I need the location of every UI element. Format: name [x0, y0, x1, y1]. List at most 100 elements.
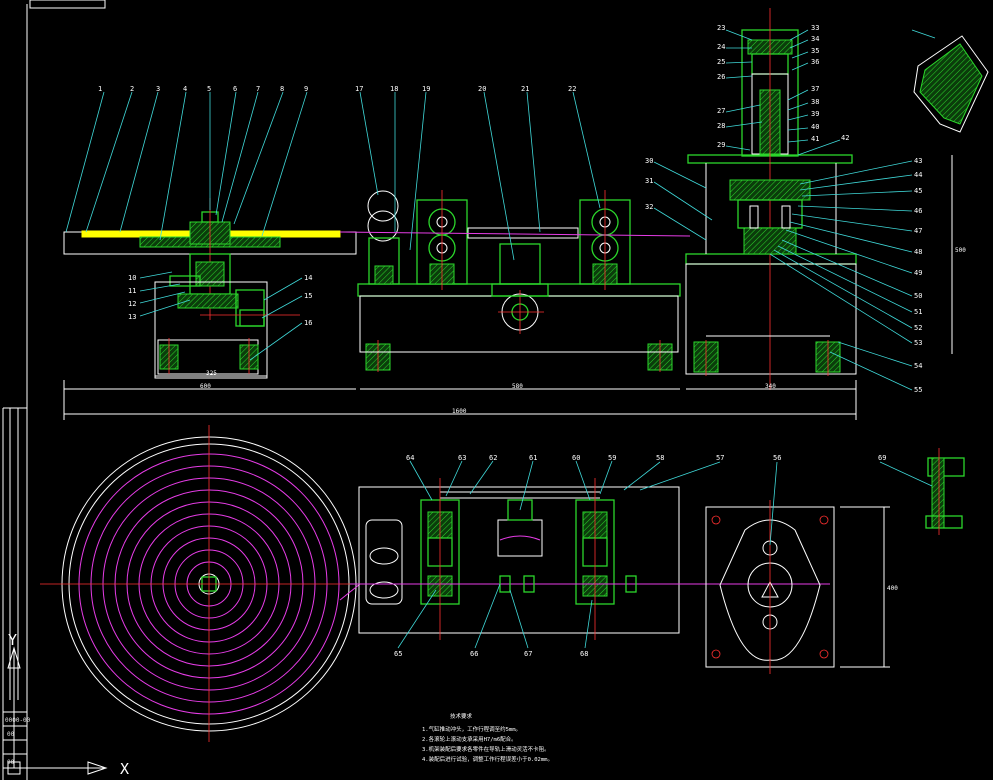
dim-left-unit: 600 — [200, 383, 211, 390]
callout-41: 41 — [811, 135, 819, 143]
callout-44: 44 — [914, 171, 922, 179]
callout-18: 18 — [390, 85, 398, 93]
callout-16: 16 — [304, 319, 312, 327]
title-block-cell-2: 00 — [7, 731, 15, 738]
callout-9: 9 — [304, 85, 308, 93]
coil-plate-top-view[interactable] — [40, 425, 370, 742]
ucs-icon: X Y — [7, 631, 129, 778]
callout-8: 8 — [280, 85, 284, 93]
callout-23: 23 — [717, 24, 725, 32]
callout-14: 14 — [304, 274, 312, 282]
callout-37: 37 — [811, 85, 819, 93]
dim-press-height: 500 — [955, 247, 966, 254]
technical-requirements: 技术要求 1.气缸推动冲头，工作行程调至约5mm。 2.各滚轮上滚动支承采用H7… — [422, 712, 553, 763]
uncoiler-front-view[interactable] — [63, 198, 357, 379]
callout-21: 21 — [521, 85, 529, 93]
callout-58: 58 — [656, 454, 664, 462]
dim-overall: 1600 — [452, 408, 467, 415]
callout-29: 29 — [717, 141, 725, 149]
callout-49: 49 — [914, 269, 922, 277]
callout-42: 42 — [841, 134, 849, 142]
callout-15: 15 — [304, 292, 312, 300]
tech-notes-title: 技术要求 — [450, 712, 473, 720]
callout-66: 66 — [470, 650, 478, 658]
callout-64: 64 — [406, 454, 414, 462]
callout-61: 61 — [529, 454, 537, 462]
callout-33: 33 — [811, 24, 819, 32]
callout-36: 36 — [811, 58, 819, 66]
callout-48: 48 — [914, 248, 922, 256]
dim-die-height: 400 — [887, 585, 898, 592]
isometric-detail — [911, 29, 989, 133]
callout-19: 19 — [422, 85, 430, 93]
callout-3: 3 — [156, 85, 160, 93]
callout-27: 27 — [717, 107, 725, 115]
tech-note-1: 1.气缸推动冲头，工作行程调至约5mm。 — [422, 725, 521, 733]
callouts-top: 56 57 58 59 60 61 62 63 64 65 66 67 68 6… — [394, 454, 886, 658]
callout-53: 53 — [914, 339, 922, 347]
callout-6: 6 — [233, 85, 237, 93]
callout-68: 68 — [580, 650, 588, 658]
callout-57: 57 — [716, 454, 724, 462]
ucs-x-label: X — [120, 760, 129, 778]
callout-43: 43 — [914, 157, 922, 165]
callout-55: 55 — [914, 386, 922, 394]
press-front-view[interactable] — [685, 8, 857, 390]
dim-left-base: 325 — [206, 370, 217, 377]
callout-25: 25 — [717, 58, 725, 66]
callout-13: 13 — [128, 313, 136, 321]
callout-39: 39 — [811, 110, 819, 118]
callout-62: 62 — [489, 454, 497, 462]
die-top-view[interactable]: 400 — [705, 500, 898, 674]
callout-22: 22 — [568, 85, 576, 93]
callout-51: 51 — [914, 308, 922, 316]
callout-59: 59 — [608, 454, 616, 462]
part-69-detail — [925, 448, 965, 535]
callout-12: 12 — [128, 300, 136, 308]
feeder-top-view[interactable] — [350, 478, 830, 640]
callout-40: 40 — [811, 123, 819, 131]
callout-50: 50 — [914, 292, 922, 300]
ucs-y-label: Y — [8, 631, 17, 649]
drawing-frame — [2, 0, 106, 780]
tech-note-2: 2.各滚轮上滚动支承采用H7/m6配合。 — [422, 735, 517, 743]
callouts-press: 23 24 25 26 27 28 29 30 31 32 33 34 35 3… — [645, 24, 922, 394]
callout-26: 26 — [717, 73, 725, 81]
callout-34: 34 — [811, 35, 819, 43]
callout-31: 31 — [645, 177, 653, 185]
callout-7: 7 — [256, 85, 260, 93]
tech-note-3: 3.机架装配后要求各零件在导轨上滑动灵活不卡阻。 — [422, 745, 550, 753]
callout-46: 46 — [914, 207, 922, 215]
leader-lines — [65, 29, 933, 649]
callout-65: 65 — [394, 650, 402, 658]
callout-10: 10 — [128, 274, 136, 282]
callout-28: 28 — [717, 122, 725, 130]
callouts-front: 1 2 3 4 5 6 7 8 9 10 11 12 13 14 15 16 1… — [98, 85, 576, 327]
callout-2: 2 — [130, 85, 134, 93]
callout-38: 38 — [811, 98, 819, 106]
callout-5: 5 — [207, 85, 211, 93]
callout-17: 17 — [355, 85, 363, 93]
callout-63: 63 — [458, 454, 466, 462]
dim-right-unit: 340 — [765, 383, 776, 390]
callout-32: 32 — [645, 203, 653, 211]
callout-30: 30 — [645, 157, 653, 165]
callout-54: 54 — [914, 362, 922, 370]
callout-67: 67 — [524, 650, 532, 658]
title-block-cell-1: 0000-00 — [5, 717, 31, 724]
callout-56: 56 — [773, 454, 781, 462]
callout-69: 69 — [878, 454, 886, 462]
callout-35: 35 — [811, 47, 819, 55]
tech-note-4: 4.装配后进行试验，调整工作行程误差小于0.02mm。 — [422, 755, 553, 763]
callout-20: 20 — [478, 85, 486, 93]
callout-11: 11 — [128, 287, 136, 295]
callout-47: 47 — [914, 227, 922, 235]
dim-middle-unit: 580 — [512, 383, 523, 390]
feeder-front-view[interactable] — [339, 190, 691, 372]
callout-52: 52 — [914, 324, 922, 332]
callout-4: 4 — [183, 85, 187, 93]
front-dimensions: 600 580 340 1600 325 500 — [63, 155, 966, 420]
callout-1: 1 — [98, 85, 102, 93]
callout-60: 60 — [572, 454, 580, 462]
